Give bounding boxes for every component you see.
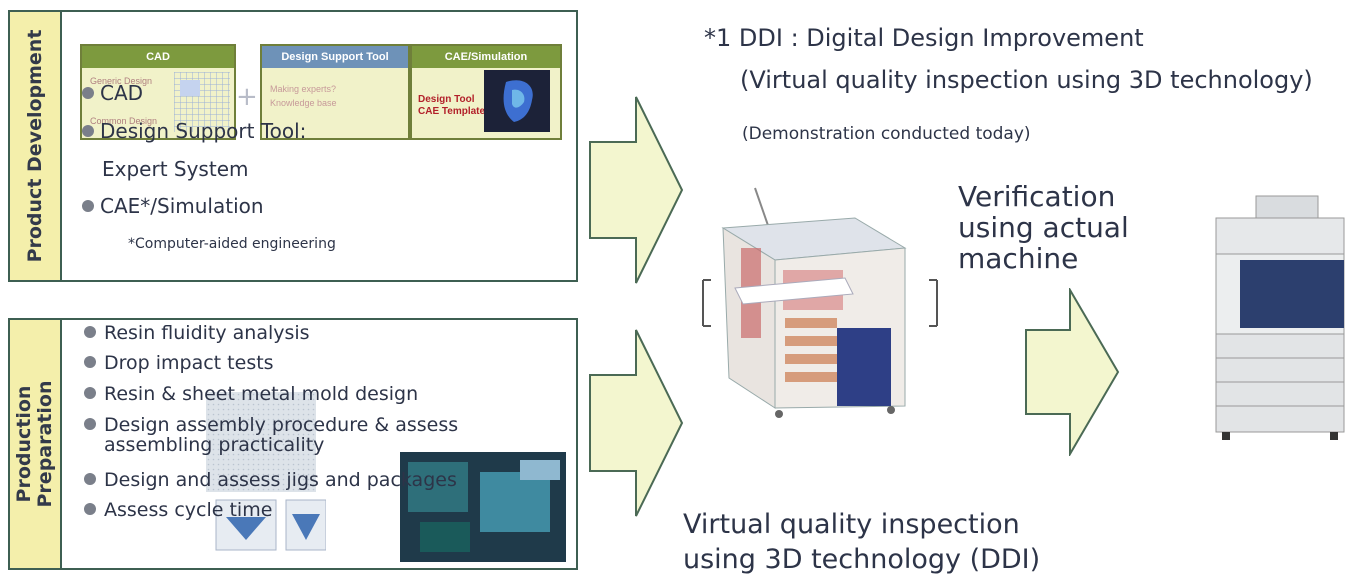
bullet-cae: CAE*/Simulation <box>82 194 264 218</box>
copier-machine-image <box>1215 195 1345 440</box>
pp-item-jigs-packages: Design and assess jigs and packages <box>84 471 457 490</box>
pp-item-assembling-practicality: assembling practicality <box>104 434 325 456</box>
design-support-thumbnail-header: Design Support Tool <box>262 46 408 68</box>
product-development-label: Product Development <box>24 29 46 263</box>
design-support-thumbnail: Design Support Tool Making experts? Know… <box>260 44 410 140</box>
bullet-dot-icon <box>84 326 96 338</box>
bullet-dot-icon <box>84 387 96 399</box>
bullet-dot-icon <box>82 87 94 99</box>
pp-item-label: Assess cycle time <box>104 499 273 521</box>
pp-item-drop-impact: Drop impact tests <box>84 354 274 373</box>
virtual-inspection-line-2: using 3D technology (DDI) <box>683 544 1041 575</box>
3d-model-image <box>702 187 938 418</box>
design-support-ghost-text-1: Making experts? <box>270 84 337 94</box>
cae-simulation-image <box>484 70 550 132</box>
pp-item-label: Resin fluidity analysis <box>104 322 310 344</box>
verification-text: Verification using actual machine <box>958 181 1129 274</box>
production-preparation-panel: Production Preparation Resin fluidity an… <box>8 318 578 570</box>
verification-line-2: using actual <box>958 211 1129 244</box>
cad-thumbnail: CAD Generic Design Common Design <box>80 44 236 140</box>
pp-item-label: Design assembly procedure & assess <box>104 414 459 436</box>
pp-item-label: Drop impact tests <box>104 352 274 374</box>
arrow-right-icon <box>1025 288 1120 456</box>
verification-line-3: machine <box>958 242 1079 275</box>
cae-thumbnail-line-1: Design Tool <box>418 94 475 105</box>
pp-item-assembly-procedure: Design assembly procedure & assess <box>84 416 458 435</box>
pp-item-label: Resin & sheet metal mold design <box>104 383 419 405</box>
product-development-panel: Product Development CAD Generic Design C… <box>8 10 578 282</box>
bullet-cad-label: CAD <box>100 81 144 105</box>
virtual-inspection-caption: Virtual quality inspection using 3D tech… <box>683 507 1040 577</box>
production-preparation-label-box: Production Preparation <box>10 320 62 568</box>
design-support-ghost-text-2: Knowledge base <box>270 98 337 108</box>
bullet-cae-label: CAE*/Simulation <box>100 194 264 218</box>
production-preparation-label-line-2: Preparation <box>34 380 56 508</box>
cad-grid-image <box>174 72 230 132</box>
pp-item-cycle-time: Assess cycle time <box>84 501 272 520</box>
bullet-design-support: Design Support Tool: <box>82 119 306 143</box>
arrow-right-icon <box>589 329 684 517</box>
cae-thumbnail: CAE/Simulation Design Tool CAE Templates <box>410 44 562 140</box>
verification-line-1: Verification <box>958 180 1116 213</box>
production-preparation-label-line-1: Production <box>13 385 35 503</box>
mold-simulation-image <box>206 392 326 551</box>
assembly-simulation-image <box>400 452 566 562</box>
arrow-right-icon <box>589 96 684 284</box>
bullet-dot-icon <box>84 503 96 515</box>
product-development-label-box: Product Development <box>10 12 62 280</box>
bullet-dot-icon <box>84 356 96 368</box>
pp-item-resin-fluidity: Resin fluidity analysis <box>84 324 310 343</box>
bullet-dot-icon <box>84 418 96 430</box>
bullet-cad: CAD <box>82 81 143 105</box>
cae-thumbnail-header: CAE/Simulation <box>412 46 560 68</box>
ddi-title: *1 DDI : Digital Design Improvement <box>704 24 1144 52</box>
bullet-dot-icon <box>84 473 96 485</box>
bullet-design-support-label: Design Support Tool: <box>100 119 307 143</box>
cae-thumbnail-line-2: CAE Templates <box>418 106 491 117</box>
production-preparation-label: Production Preparation <box>13 380 56 508</box>
pp-item-mold-design: Resin & sheet metal mold design <box>84 385 418 404</box>
cad-ghost-text-2: Common Design <box>90 116 158 126</box>
bullet-dot-icon <box>82 125 94 137</box>
demo-note: (Demonstration conducted today) <box>742 124 1031 144</box>
cad-ghost-text-1: Generic Design <box>90 76 153 86</box>
cad-thumbnail-header: CAD <box>82 46 234 68</box>
plus-icon: + <box>236 82 258 112</box>
virtual-inspection-line-1: Virtual quality inspection <box>683 509 1020 540</box>
cae-footnote: *Computer-aided engineering <box>128 236 336 252</box>
bullet-dot-icon <box>82 200 94 212</box>
expert-system-text: Expert System <box>102 157 249 181</box>
pp-item-label: Design and assess jigs and packages <box>104 469 457 491</box>
ddi-subtitle: (Virtual quality inspection using 3D tec… <box>740 66 1313 94</box>
